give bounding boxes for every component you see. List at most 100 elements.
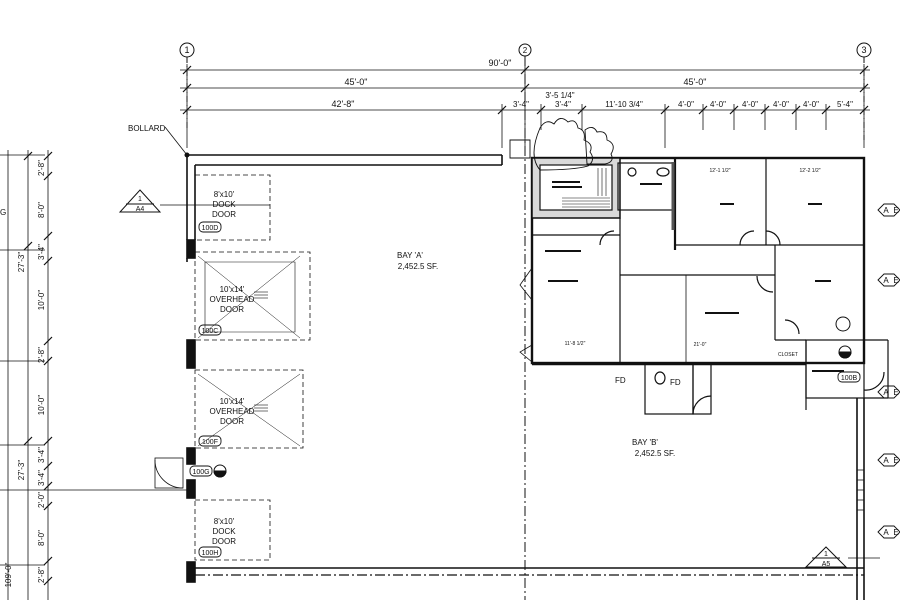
dim-5-4: 5'-4" [837, 100, 853, 109]
door-tag-100f: 100F [202, 439, 218, 446]
dim-4-0-d: 4'-0" [773, 100, 789, 109]
door-swing-overhead-2 [194, 369, 304, 449]
grid-label-2: 2 [523, 46, 528, 55]
edge-label-g: G [0, 208, 6, 217]
door-tag-100h: 100H [202, 550, 219, 557]
keynote-tag-5-sub: E [893, 528, 898, 537]
dim-3-5-1-4: 3'-5 1/4" [545, 91, 574, 100]
keynote-tag-3: A [883, 388, 889, 397]
dim-4-0-b: 4'-0" [710, 100, 726, 109]
door-tags [189, 221, 861, 558]
man-door-west [154, 457, 184, 489]
overhead-door-2-line3: DOOR [220, 417, 244, 426]
keynote-tag-2: A [883, 276, 889, 285]
dock-door-2-line3: DOOR [212, 537, 236, 546]
dim-left-109-0: 109'-0" [4, 562, 13, 587]
bollard-leader [164, 126, 188, 156]
room-dim-21-0: 21'-0" [694, 342, 707, 348]
exterior-wall-west [186, 175, 196, 583]
dim-left-27-3a: 27'-3" [17, 252, 26, 273]
dock-door-1-line2: DOCK [212, 200, 236, 209]
bay-b-name: BAY 'B' [632, 438, 658, 447]
dim-overall: 90'-0" [489, 58, 512, 68]
bay-a-name: BAY 'A' [397, 251, 423, 260]
floor-drain-1: FD [615, 376, 626, 385]
dim-left-2-8a: 2'-8" [37, 160, 46, 176]
bollard-dot [184, 152, 190, 158]
exterior-wall-east [856, 398, 865, 600]
dim-left-2-8c: 2'-8" [37, 567, 46, 583]
floor-drain-2: FD [670, 378, 681, 387]
dim-3-4a: 3'-4" [513, 100, 529, 109]
dimension-string-left [0, 150, 190, 600]
dim-42-8: 42'-8" [332, 99, 355, 109]
dim-half-right: 45'-0" [684, 77, 707, 87]
overhead-door-2-size: 10'x14' [220, 397, 245, 406]
grid-line-1 [179, 42, 195, 130]
office-block [519, 156, 889, 415]
dim-left-8-0a: 8'-0" [37, 202, 46, 218]
keynote-tags-right [877, 203, 900, 539]
keynote-tag-1-sub: E [893, 206, 898, 215]
stair [562, 168, 610, 208]
section-a4-sheet: A4 [136, 206, 145, 213]
dim-3-4b: 3'-4" [555, 100, 571, 109]
grid-label-3: 3 [861, 45, 866, 55]
dim-left-10-0a: 10'-0" [37, 290, 46, 311]
dim-left-3-4c: 3'-4" [37, 470, 46, 486]
section-a4-num: 1 [138, 196, 142, 203]
dim-left-10-0b: 10'-0" [37, 395, 46, 416]
exit-sign-icon [213, 316, 852, 478]
keynote-tag-2-sub: E [893, 276, 898, 285]
dim-left-27-3b: 27'-3" [17, 460, 26, 481]
exterior-wall-north [186, 154, 503, 175]
dim-left-2-0: 2'-0" [37, 492, 46, 508]
door-tag-100b: 100B [841, 375, 858, 382]
door-swing-dock-1 [194, 174, 271, 241]
keynote-tag-4: A [883, 456, 889, 465]
door-swing-dock-2 [194, 499, 271, 561]
bay-b-area: 2,452.5 SF. [635, 449, 675, 458]
dim-4-0-c: 4'-0" [742, 100, 758, 109]
overhead-door-2-line2: OVERHEAD [210, 407, 255, 416]
dim-left-2-8b: 2'-8" [37, 347, 46, 363]
door-hatch [254, 291, 268, 412]
grid-label-1: 1 [184, 45, 189, 55]
room-dim-12-1: 12'-1 1/2" [709, 168, 730, 174]
dim-4-0-a: 4'-0" [678, 100, 694, 109]
door-tag-100g: 100G [192, 469, 209, 476]
dim-half-left: 45'-0" [345, 77, 368, 87]
keynote-tag-4-sub: E [893, 456, 898, 465]
keynote-tag-3-sub: E [893, 388, 898, 397]
dim-4-0-e: 4'-0" [803, 100, 819, 109]
dock-door-1-size: 8'x10' [214, 190, 235, 199]
section-a5-sheet: A5 [822, 561, 831, 568]
door-swing-overhead-1 [194, 251, 311, 341]
bollard-label: BOLLARD [128, 124, 166, 133]
dim-left-3-4b: 3'-4" [37, 447, 46, 463]
room-dim-12-2: 12'-2 1/2" [799, 168, 820, 174]
dim-left-3-4a: 3'-4" [37, 244, 46, 260]
door-tag-100d: 100D [202, 225, 219, 232]
dock-door-1-line3: DOOR [212, 210, 236, 219]
dock-door-2-line2: DOCK [212, 527, 236, 536]
closet-label: CLOSET [778, 352, 798, 358]
section-marker-a4 [118, 189, 270, 213]
dimension-string-top [180, 64, 870, 148]
landscape-clouds [509, 118, 614, 171]
keynote-tag-1: A [883, 206, 889, 215]
overhead-door-1-line3: DOOR [220, 305, 244, 314]
section-marker-a5 [804, 546, 880, 568]
dim-left-8-0b: 8'-0" [37, 530, 46, 546]
bay-a-area: 2,452.5 SF. [398, 262, 438, 271]
section-a5-num: 1 [824, 551, 828, 558]
overhead-door-1-size: 10'x14' [220, 285, 245, 294]
room-dim-11-8: 11'-8 1/2" [565, 341, 586, 347]
exterior-wall-south [187, 567, 864, 576]
dim-11-10-3-4: 11'-10 3/4" [605, 100, 643, 109]
keynote-tag-5: A [883, 528, 889, 537]
overhead-door-1-line2: OVERHEAD [210, 295, 255, 304]
dock-door-2-size: 8'x10' [214, 517, 235, 526]
door-tag-100c: 100C [202, 328, 219, 335]
